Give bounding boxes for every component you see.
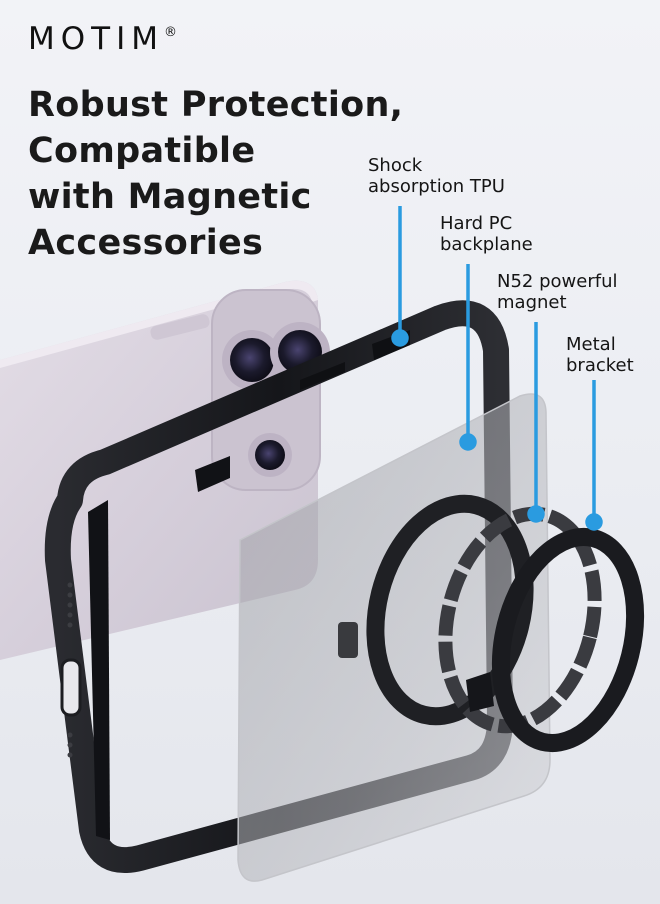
brand-logo-text: MOTIM [28,21,164,57]
registered-mark: ® [163,25,177,40]
callout-line: absorption TPU [368,176,505,197]
callout-line: magnet [497,292,567,313]
headline-line: Robust Protection, [28,85,404,125]
headline-line: with Magnetic [28,177,312,217]
headline: Robust Protection, Compatible with Magne… [28,82,403,266]
headline-line: Compatible [28,131,256,171]
magnet-ring-outer [366,494,534,726]
callout-line: backplane [440,234,533,255]
brand-logo: MOTIM® [28,24,177,55]
backplane [237,393,551,882]
headline-line: Accessories [28,223,264,263]
callout-shock-absorption-tpu: Shock absorption TPU [368,155,505,197]
callout-line: Shock [368,155,423,176]
callout-metal-bracket: Metal bracket [566,334,634,376]
magnet-ring-segmented [438,506,602,734]
callout-hard-pc-backplane: Hard PC backplane [440,213,533,255]
callout-leaders [391,206,603,531]
callout-line: N52 powerful [497,271,618,292]
callout-line: Metal [566,334,616,355]
callout-line: bracket [566,355,634,376]
callout-n52-magnet: N52 powerful magnet [497,271,617,313]
metal-bracket-ring [466,527,645,753]
callout-line: Hard PC [440,213,513,234]
